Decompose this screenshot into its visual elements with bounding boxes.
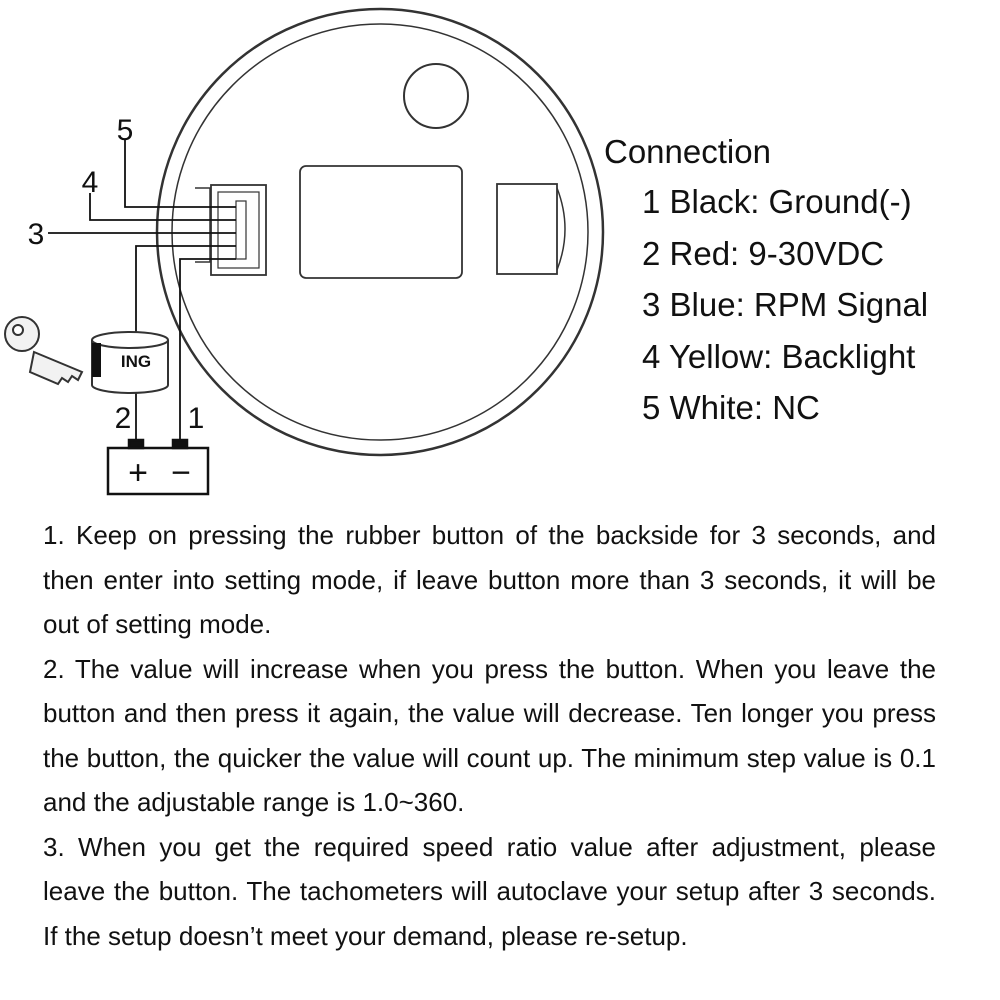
wire-number-2: 2 <box>115 402 132 435</box>
side-slot-edge <box>556 187 566 271</box>
battery-minus: − <box>171 454 191 492</box>
ignition-label: ING <box>121 352 151 371</box>
left-edge-mark <box>195 187 211 263</box>
wiring-diagram: 5 4 3 2 1 ING + − <box>4 7 605 496</box>
gauge-housing <box>155 7 605 457</box>
connection-item: 3 Blue: RPM Signal <box>642 286 929 323</box>
instruction-step-1: 1. Keep on pressing the rubber button of… <box>43 520 936 639</box>
wire-1 <box>179 258 236 442</box>
connection-item: 5 White: NC <box>642 389 820 426</box>
rubber-button <box>403 63 469 129</box>
side-slot <box>496 183 558 275</box>
connection-legend: Connection 1 Black: Ground(-) 2 Red: 9-3… <box>604 132 994 434</box>
wire-number-4: 4 <box>82 166 99 199</box>
wire-4 <box>89 193 236 221</box>
wire-number-1: 1 <box>188 402 205 435</box>
instruction-step-2: 2. The value will increase when you pres… <box>43 653 936 818</box>
wire-2 <box>135 245 236 442</box>
connection-item: 1 Black: Ground(-) <box>642 183 912 220</box>
connection-title: Connection <box>604 133 771 170</box>
display-block <box>299 165 463 279</box>
battery-icon <box>106 438 210 496</box>
connection-item: 2 Red: 9-30VDC <box>642 234 885 272</box>
wire-5 <box>124 140 236 208</box>
connection-list: 1 Black: Ground(-) 2 Red: 9-30VDC 3 Blue… <box>642 176 994 434</box>
instructions: 1. Keep on pressing the rubber button of… <box>43 513 936 958</box>
connector-plug <box>210 184 267 276</box>
ignition-switch-icon <box>91 331 169 394</box>
instruction-step-3: 3. When you get the required speed ratio… <box>43 831 936 951</box>
wire-number-5: 5 <box>117 114 134 147</box>
key-icon <box>4 316 84 386</box>
connection-item: 4 Yellow: Backlight <box>642 337 916 375</box>
wire-number-3: 3 <box>28 218 45 251</box>
battery-plus: + <box>128 454 148 492</box>
